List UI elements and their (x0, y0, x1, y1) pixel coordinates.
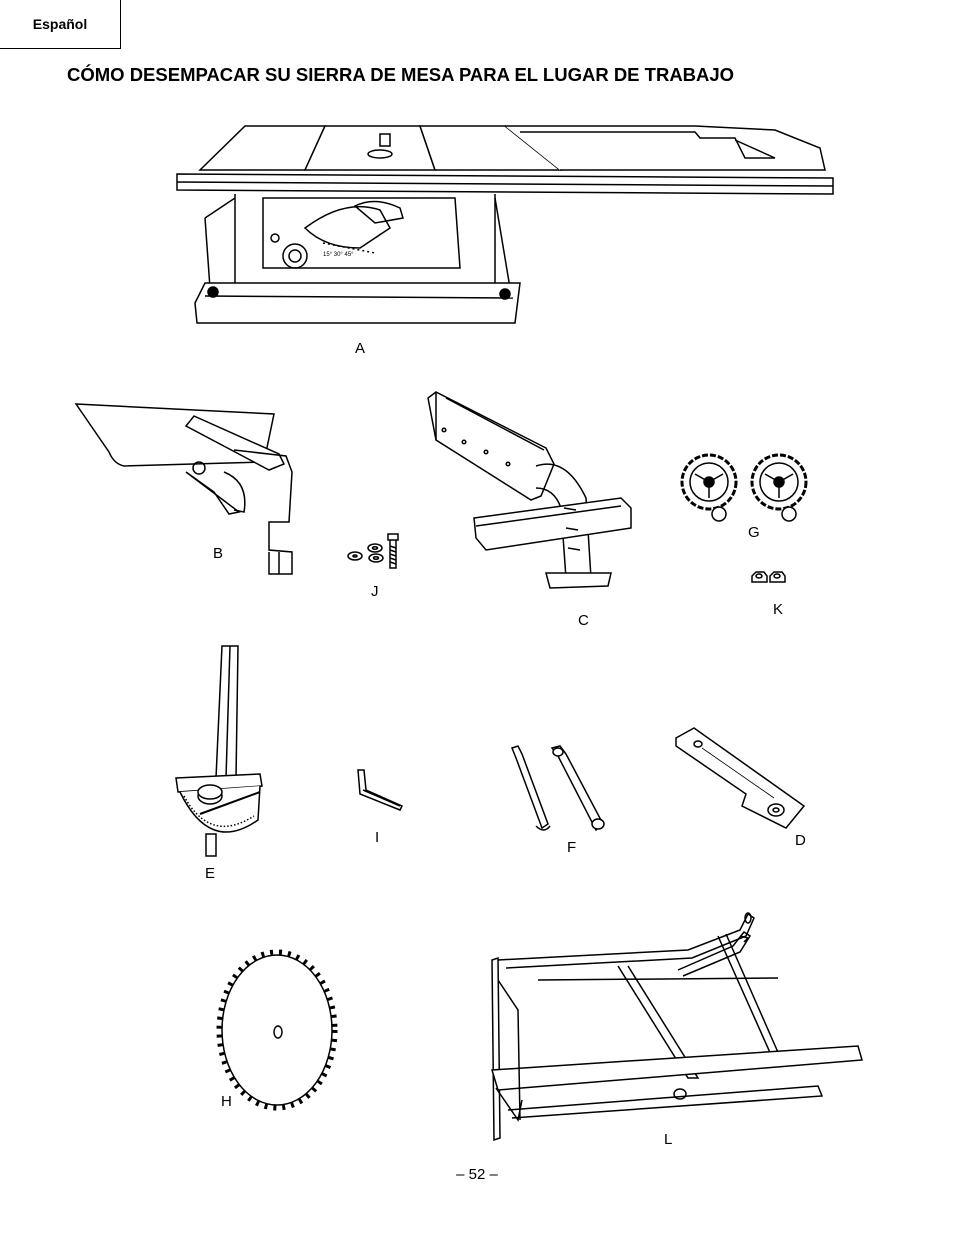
bolt-washers-illustration (346, 530, 412, 570)
part-label-g: G (748, 524, 760, 541)
part-label-i: I (375, 829, 380, 846)
saw-blade-illustration (212, 946, 342, 1114)
language-tab: Español (0, 0, 121, 49)
wrenches-illustration (508, 744, 608, 834)
svg-text:15° 30° 45°: 15° 30° 45° (323, 252, 354, 258)
knobs-illustration (677, 452, 813, 528)
part-label-e: E (205, 865, 216, 882)
hex-key-illustration (356, 768, 404, 812)
part-label-f: F (567, 839, 577, 856)
part-label-c: C (578, 612, 589, 629)
part-label-j: J (371, 583, 379, 600)
blade-guard-illustration (74, 402, 296, 577)
page-title: CÓMO DESEMPACAR SU SIERRA DE MESA PARA E… (67, 64, 735, 85)
part-label-k: K (773, 601, 784, 618)
rip-fence-illustration (426, 388, 636, 598)
page-number: – 52 – (456, 1166, 498, 1183)
nuts-illustration (750, 570, 788, 586)
table-saw-illustration: 15° 30° 45° (175, 118, 835, 328)
part-label-a: A (355, 340, 366, 357)
miter-gauge-illustration (170, 644, 266, 856)
part-label-h: H (221, 1093, 232, 1110)
part-label-l: L (664, 1131, 673, 1148)
throat-plate-illustration (674, 726, 806, 830)
stand-illustration (478, 910, 864, 1142)
part-label-b: B (213, 545, 224, 562)
part-label-d: D (795, 832, 806, 849)
